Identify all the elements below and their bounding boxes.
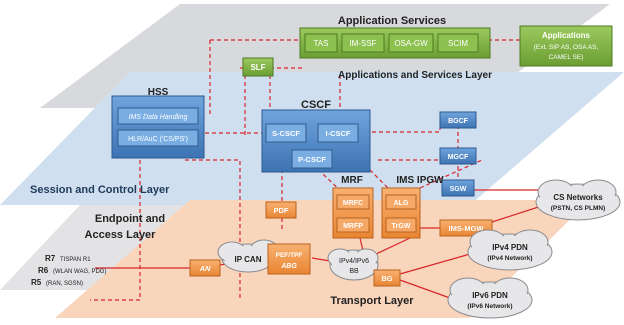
ipv6-pdn-line2: (IPv6 Network) xyxy=(467,303,512,310)
pef-abg-label-line1: PEF/TPF xyxy=(276,252,303,259)
im-ssf-node xyxy=(341,33,385,53)
ip-can-label: IP CAN xyxy=(235,255,262,264)
alg-node xyxy=(385,194,417,210)
applications-title: Applications xyxy=(542,31,591,40)
applications-sub2: CAMEL SE) xyxy=(549,54,584,61)
trgw-node xyxy=(385,217,417,233)
mrfc-label: MRFC xyxy=(343,200,363,207)
endpoint-label-line2: Access Layer xyxy=(85,229,157,241)
sgw-node xyxy=(441,179,475,197)
mgcf-node xyxy=(439,147,477,165)
mrfp-label: MRFP xyxy=(343,223,363,230)
app-server-group: TAS IM-SSF OSA-GW SCIM xyxy=(299,27,491,59)
s-cscf-label: S-CSCF xyxy=(272,129,300,138)
pef-abg-label-line2: ABG xyxy=(280,263,297,270)
mrf-group: MRFC MRFP xyxy=(332,187,374,239)
ims-ipgw-title: IMS IPGW xyxy=(396,175,444,186)
cs-networks-cloud: CS Networks (PSTN, CS PLMN) xyxy=(535,179,621,221)
hss-title: HSS xyxy=(148,87,169,98)
i-cscf-node xyxy=(317,123,359,143)
trgw-label: TrGW xyxy=(392,223,411,230)
an-label: AN xyxy=(199,264,211,273)
scim-label: SCIM xyxy=(448,39,468,48)
session-layer-label: Session and Control Layer xyxy=(30,184,170,196)
mrf-title: MRF xyxy=(341,175,363,186)
hss-group: HSS IMS Data Handling HLR/AuC ('CS/PS') xyxy=(111,87,205,159)
mrfp-node xyxy=(336,217,370,233)
scim-node xyxy=(437,33,479,53)
alg-label: ALG xyxy=(394,200,409,207)
bgcf-node xyxy=(439,111,477,129)
ipv4v6-label-line1: IPv4/IPv6 xyxy=(339,258,369,265)
ipv6-pdn-line1: IPv6 PDN xyxy=(472,291,508,300)
ims-ipgw-group: ALG TrGW xyxy=(381,187,421,239)
transport-layer-label: Transport Layer xyxy=(330,295,414,307)
mrfc-node xyxy=(336,194,370,210)
slf-label: SLF xyxy=(250,63,265,72)
applications-sub1: (Ext. SIP AS, OSA AS, xyxy=(534,44,599,51)
ipv4-ipv6-bb-cloud: IPv4/IPv6 BB xyxy=(327,248,379,281)
cscf-title: CSCF xyxy=(301,99,331,111)
pdf-label: PDF xyxy=(274,206,289,215)
p-cscf-node xyxy=(291,149,333,169)
ipv4v6-label-line2: BB xyxy=(349,268,359,275)
access-release-list: R7 TISPAN R1 R6 (WLAN WAG, PDG) R5 (RAN,… xyxy=(31,254,106,287)
ipv4-pdn-line2: (IPv4 Network) xyxy=(487,255,532,262)
p-cscf-label: P-CSCF xyxy=(298,155,326,164)
pdf-node xyxy=(265,201,297,219)
an-node xyxy=(189,259,221,277)
ipv6-pdn-cloud: IPv6 PDN (IPv6 Network) xyxy=(447,277,533,319)
cs-networks-line1: CS Networks xyxy=(553,193,603,202)
applications-box xyxy=(519,25,613,67)
osa-gw-label: OSA-GW xyxy=(394,39,428,48)
ipv4-pdn-cloud: IPv4 PDN (IPv4 Network) xyxy=(467,229,553,271)
r7-desc: TISPAN R1 xyxy=(60,257,91,263)
slf-node xyxy=(242,57,274,77)
bg-label: BG xyxy=(381,274,392,283)
s-cscf-node xyxy=(265,123,307,143)
r5-desc: (RAN, SGSN) xyxy=(46,281,83,287)
cs-networks-line2: (PSTN, CS PLMN) xyxy=(551,205,606,212)
ims-mgw-label: IMS-MGW xyxy=(449,224,485,233)
hss-hlr-node xyxy=(117,129,199,147)
r5-label: R5 xyxy=(31,278,42,287)
sgw-label: SGW xyxy=(450,186,467,193)
r6-label: R6 xyxy=(38,266,49,275)
im-ssf-label: IM-SSF xyxy=(349,39,376,48)
cscf-group: CSCF S-CSCF I-CSCF P-CSCF xyxy=(261,99,371,173)
r6-desc: (WLAN WAG, PDG) xyxy=(53,269,106,275)
tas-node xyxy=(304,33,338,53)
bg-node xyxy=(373,269,401,287)
bgcf-label: BGCF xyxy=(448,118,469,125)
ipv4-pdn-line1: IPv4 PDN xyxy=(492,243,528,252)
tas-label: TAS xyxy=(314,39,329,48)
i-cscf-label: I-CSCF xyxy=(326,129,351,138)
app-services-layer-label: Applications and Services Layer xyxy=(338,70,492,81)
hss-data-label: IMS Data Handling xyxy=(129,114,188,121)
mgcf-label: MGCF xyxy=(448,154,469,161)
hss-hlr-label: HLR/AuC ('CS/PS') xyxy=(128,136,188,143)
application-services-title: Application Services xyxy=(338,15,446,27)
r7-label: R7 xyxy=(45,254,56,263)
pef-abg-node xyxy=(267,243,311,275)
endpoint-label-line1: Endpoint and xyxy=(95,213,165,225)
hss-data-node xyxy=(117,107,199,125)
osa-gw-node xyxy=(388,33,434,53)
endpoint-layer-plane xyxy=(0,205,200,290)
